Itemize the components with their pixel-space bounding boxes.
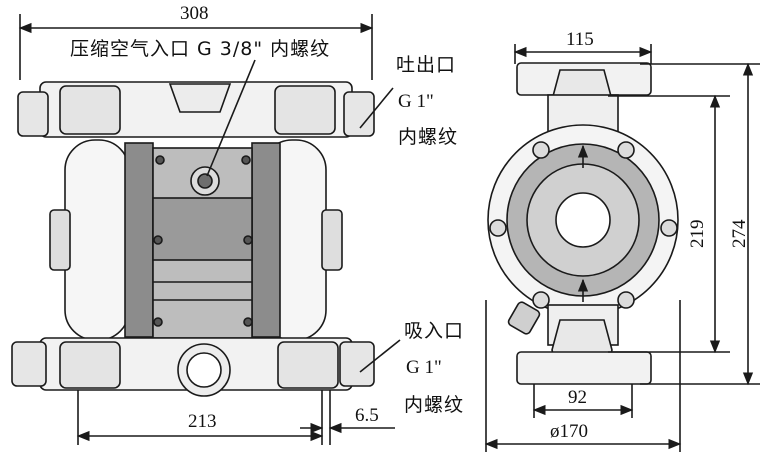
outlet-label-3: 内螺纹 [398,126,459,148]
dim-base-width: 213 [188,411,217,432]
dim-overall-width: 308 [180,3,209,24]
dim-offset: 6.5 [355,405,379,426]
air-inlet-label: 压缩空气入口 G 3/8" 内螺纹 [70,38,331,60]
front-view [11,14,401,445]
dim-inner-height: 219 [687,219,708,249]
inlet-label-3: 内螺纹 [404,394,465,416]
outlet-label-1: 吐出口 [396,54,457,76]
dim-top-width: 115 [566,29,594,50]
inlet-label-1: 吸入口 [404,320,465,342]
dim-total-height: 274 [729,219,750,249]
outlet-label-2: G 1" [398,91,434,112]
dim-foot-width: 92 [568,387,587,408]
inlet-label-2: G 1" [406,357,442,378]
side-view [484,44,760,452]
dim-diameter: ø170 [550,421,588,442]
